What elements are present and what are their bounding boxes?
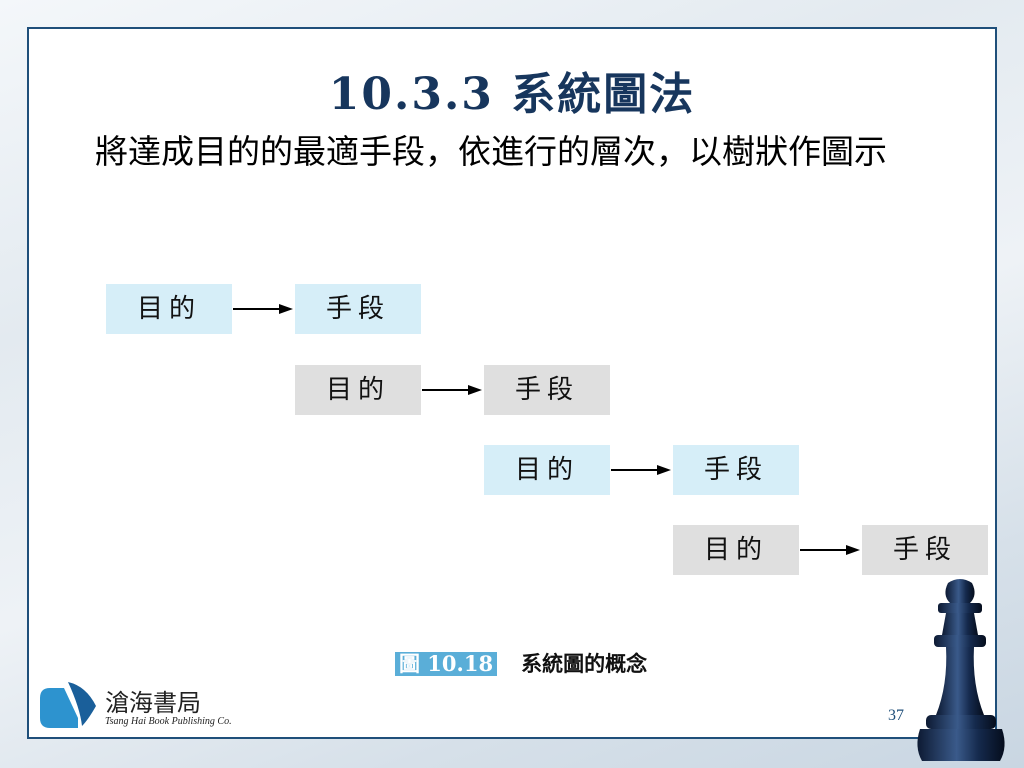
figure-caption: 圖 10.18 系統圖的概念 xyxy=(395,648,648,676)
publisher-name: 滄海書局 xyxy=(105,689,201,717)
figure-caption-text: 系統圖的概念 xyxy=(521,651,648,676)
arrow-3 xyxy=(611,465,671,475)
arrow-2 xyxy=(422,385,482,395)
means-box-4: 手段 xyxy=(862,525,988,575)
arrow-1 xyxy=(233,304,293,314)
arrow-4 xyxy=(800,545,860,555)
means-box-3: 手段 xyxy=(673,445,799,495)
publisher-english-name: Tsang Hai Book Publishing Co. xyxy=(105,716,232,727)
purpose-box-1: 目的 xyxy=(106,284,232,334)
means-box-1: 手段 xyxy=(295,284,421,334)
purpose-box-4: 目的 xyxy=(673,525,799,575)
publisher-logo-icon xyxy=(40,682,96,728)
slide-body-text: 將達成目的的最適手段，依進行的層次，以樹狀作圖示 xyxy=(95,132,887,171)
slide-title: 10.3.3 系統圖法 xyxy=(328,69,696,120)
figure-label: 圖 10.18 xyxy=(395,652,498,676)
page-number: 37 xyxy=(888,707,904,724)
chess-king-icon xyxy=(917,579,1005,761)
purpose-box-2: 目的 xyxy=(295,365,421,415)
purpose-box-3: 目的 xyxy=(484,445,610,495)
means-box-2: 手段 xyxy=(484,365,610,415)
